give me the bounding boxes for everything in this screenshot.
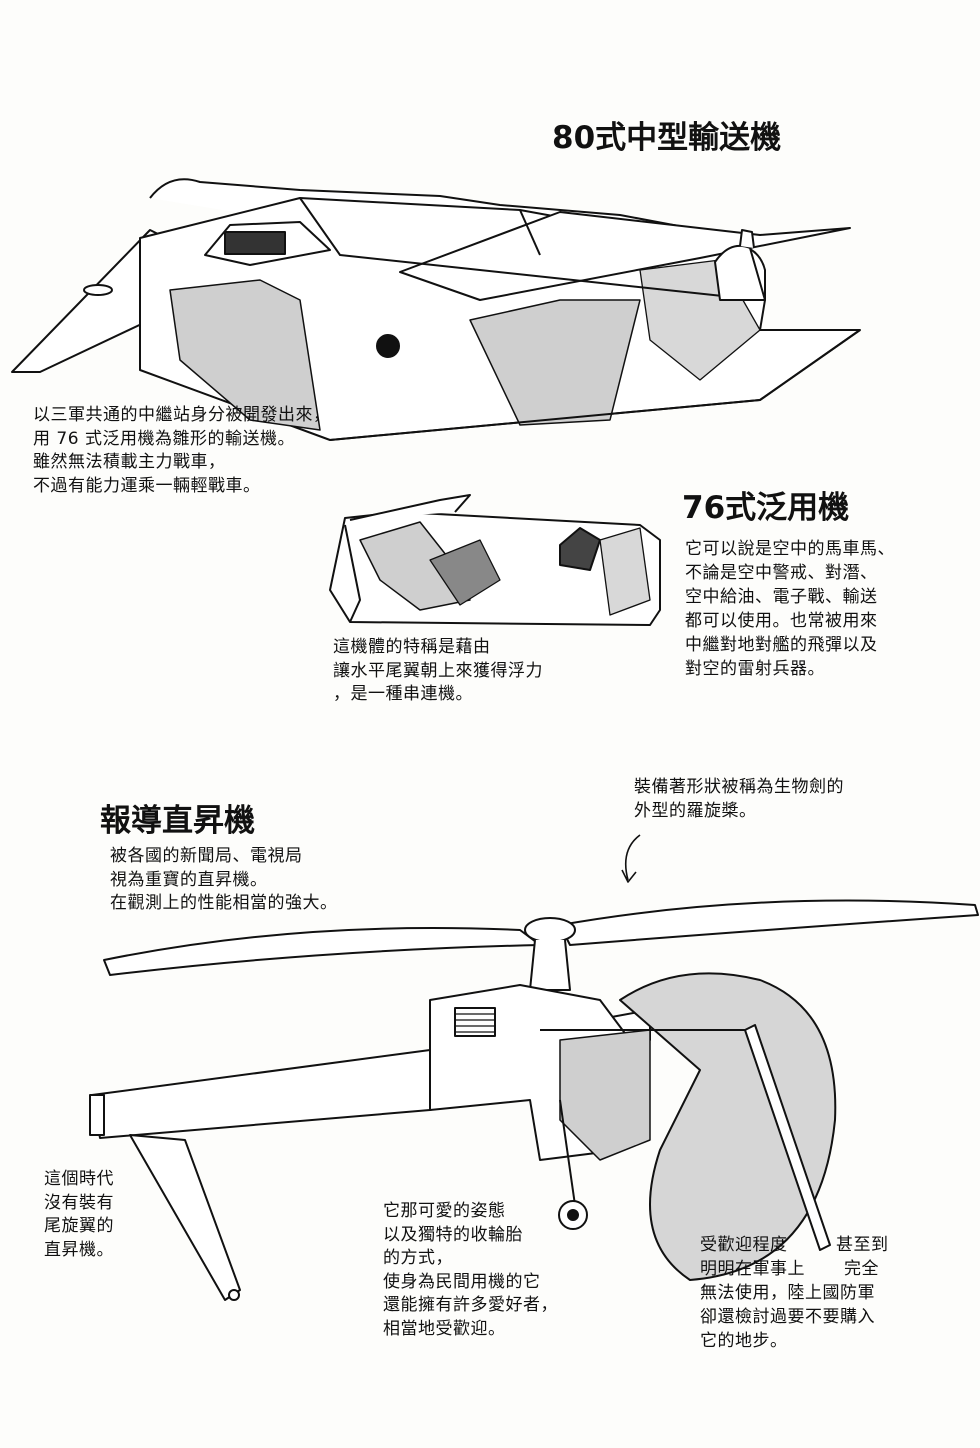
rotor-note-line: 外型的羅旋槳。	[634, 800, 757, 821]
popularity-note: 受歡迎程度 明明在軍事上 無法使用，陸上國防軍 卻還檢討過要不要購入 它的地步。	[700, 1233, 875, 1353]
popularity-note-line: 無法使用，陸上國防軍	[700, 1283, 875, 1303]
appeal-note: 它那可愛的姿態 以及獨特的收輪胎 的方式， 使身為民間用機的它 還能擁有許多愛好…	[383, 1200, 558, 1341]
utility-feature-line: 這機體的特稱是藉由	[333, 637, 491, 657]
tail-note-line: 尾旋翼的	[44, 1216, 114, 1236]
utility-description: 它可以說是空中的馬車馬、 不論是空中警戒、對潛、 空中給油、電子戰、輸送 都可以…	[685, 537, 895, 681]
helicopter-desc-line: 被各國的新聞局、電視局	[110, 846, 303, 866]
popularity-note-right: 甚至到 完全	[836, 1233, 889, 1281]
helicopter-description: 被各國的新聞局、電視局 視為重寶的直昇機。 在觀測上的性能相當的強大。	[110, 845, 338, 916]
popularity-note-line: 卻還檢討過要不要購入	[700, 1307, 875, 1327]
utility-desc-line: 它可以說是空中的馬車馬、	[685, 539, 895, 559]
transport-desc-line: 用 76 式泛用機為雛形的輸送機。	[33, 428, 295, 449]
appeal-note-line: 它那可愛的姿態	[383, 1201, 506, 1221]
transport-desc-line: 雖然無法積載主力戰車，	[33, 452, 226, 472]
tail-note-line: 直昇機。	[44, 1239, 114, 1260]
appeal-note-line: 以及獨特的收輪胎	[383, 1224, 523, 1245]
transport-aircraft-illustration	[11, 178, 861, 441]
transport-desc-line: 不過有能力運乘一輛輕戰車。	[33, 475, 261, 496]
news-helicopter-illustration	[89, 834, 979, 1301]
utility-title: 76式泛用機	[682, 490, 850, 526]
utility-feature-line: ，是一種串連機。	[333, 684, 473, 704]
transport-desc-line: 以三軍共通的中繼站身分被開發出來，	[33, 405, 331, 425]
utility-desc-line: 中繼對地對艦的飛彈以及	[685, 635, 878, 655]
utility-aircraft-illustration	[329, 494, 661, 626]
helicopter-title: 報導直昇機	[100, 803, 255, 839]
helicopter-desc-line: 視為重寶的直昇機。	[110, 869, 268, 890]
popularity-note-right-line: 完全	[844, 1259, 879, 1279]
appeal-note-line: 的方式，	[383, 1248, 453, 1268]
tail-note-line: 這個時代	[44, 1169, 114, 1189]
tail-note-line: 沒有裝有	[44, 1192, 114, 1213]
popularity-note-line: 受歡迎程度	[700, 1235, 788, 1255]
utility-desc-line: 空中給油、電子戰、輸送	[685, 587, 878, 607]
tail-rotor-note: 這個時代 沒有裝有 尾旋翼的 直昇機。	[44, 1168, 114, 1262]
utility-desc-line: 都可以使用。也常被用來	[685, 611, 878, 631]
appeal-note-line: 相當地受歡迎。	[383, 1318, 506, 1339]
utility-desc-line: 對空的雷射兵器。	[685, 659, 825, 679]
popularity-note-line: 它的地步。	[700, 1331, 788, 1351]
popularity-note-line: 明明在軍事上	[700, 1259, 805, 1279]
transport-description: 以三軍共通的中繼站身分被開發出來， 用 76 式泛用機為雛形的輸送機。 雖然無法…	[33, 404, 331, 498]
helicopter-desc-line: 在觀測上的性能相當的強大。	[110, 893, 338, 913]
utility-desc-line: 不論是空中警戒、對潛、	[685, 563, 878, 583]
rotor-note-line: 裝備著形狀被稱為生物劍的	[634, 777, 844, 797]
appeal-note-line: 還能擁有許多愛好者，	[383, 1295, 558, 1315]
appeal-note-line: 使身為民間用機的它	[383, 1271, 541, 1292]
utility-feature-note: 這機體的特稱是藉由 讓水平尾翼朝上來獲得浮力 ，是一種串連機。	[333, 636, 543, 707]
rotor-note: 裝備著形狀被稱為生物劍的 外型的羅旋槳。	[634, 776, 844, 823]
popularity-note-right-line: 甚至到	[836, 1235, 889, 1255]
utility-feature-line: 讓水平尾翼朝上來獲得浮力	[333, 660, 543, 681]
transport-title: 80式中型輸送機	[552, 120, 782, 156]
